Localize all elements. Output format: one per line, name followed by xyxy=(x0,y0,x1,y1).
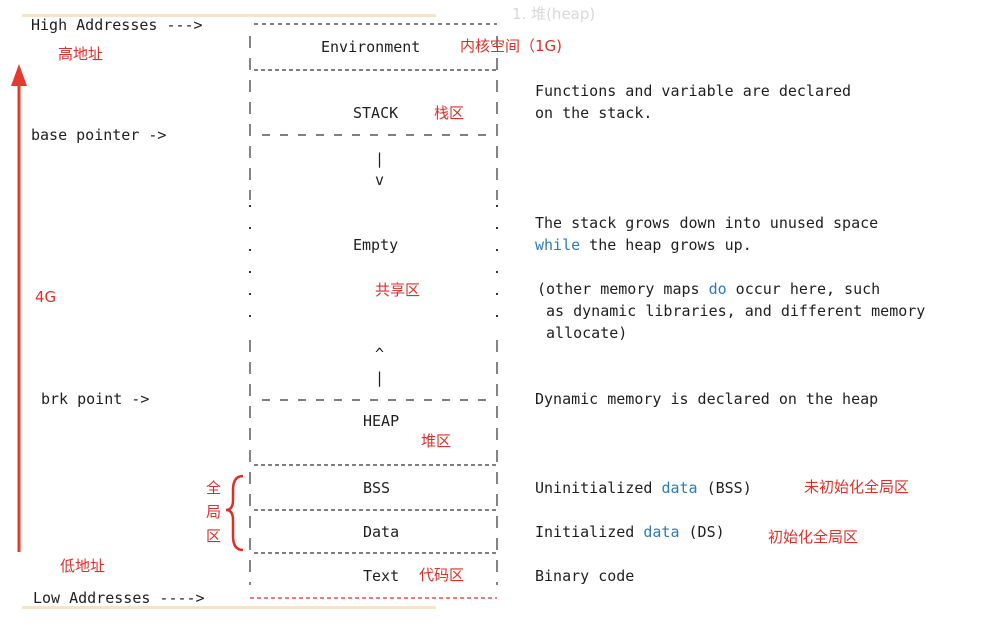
high-addresses-label: High Addresses ---> xyxy=(31,16,203,34)
bottom-highlight-bar xyxy=(22,606,436,609)
desc-maps-a: (other memory maps xyxy=(537,280,709,298)
desc-bss-a: Uninitialized xyxy=(535,479,662,497)
ds-data-keyword: data xyxy=(643,523,680,541)
global-brace xyxy=(225,474,244,552)
global-char-2: 局 xyxy=(206,503,222,521)
up-arrow-caret: ^ xyxy=(375,345,385,363)
heap-label: HEAP xyxy=(363,412,400,430)
stack-cn: 栈区 xyxy=(434,104,465,122)
desc-maps-line3: allocate) xyxy=(537,324,628,342)
high-address-cn: 高地址 xyxy=(58,45,104,63)
desc-maps-line1: (other memory maps do occur here, such xyxy=(537,280,880,298)
low-addresses-label: Low Addresses ----> xyxy=(33,589,205,607)
base-pointer-label: base pointer -> xyxy=(31,126,167,144)
desc-maps-b: occur here, such xyxy=(726,280,881,298)
desc-grows-line1: The stack grows down into unused space xyxy=(535,214,879,232)
kernel-space-cn: 内核空间（1G) xyxy=(460,37,563,55)
desc-bss-b: (BSS) xyxy=(697,479,752,497)
bss-label: BSS xyxy=(363,479,391,497)
desc-stack-line1: Functions and variable are declared xyxy=(535,82,852,100)
desc-data-a: Initialized xyxy=(535,523,644,541)
desc-heap: Dynamic memory is declared on the heap xyxy=(535,390,879,408)
stack-label: STACK xyxy=(353,104,399,122)
data-cn: 初始化全局区 xyxy=(768,528,859,546)
code-region-cn: 代码区 xyxy=(419,566,465,584)
global-char-3: 区 xyxy=(206,527,222,545)
desc-data-b: (DS) xyxy=(679,523,725,541)
down-arrow-bar: | xyxy=(375,150,385,168)
up-arrow-bar: | xyxy=(375,369,385,387)
while-keyword: while xyxy=(535,236,581,254)
top-highlight-bar xyxy=(22,14,436,17)
desc-maps-line2: as dynamic libraries, and different memo… xyxy=(537,302,926,320)
desc-grows-line2: while the heap grows up. xyxy=(535,236,752,254)
up-arrow-head xyxy=(11,64,27,86)
desc-grows-rest: the heap grows up. xyxy=(580,236,752,254)
bss-cn: 未初始化全局区 xyxy=(804,478,910,496)
desc-bss: Uninitialized data (BSS) xyxy=(535,479,752,497)
text-label: Text xyxy=(363,567,400,585)
empty-label: Empty xyxy=(353,236,399,254)
desc-text: Binary code xyxy=(535,567,635,585)
desc-data: Initialized data (DS) xyxy=(535,523,725,541)
desc-stack-line2: on the stack. xyxy=(535,104,653,122)
heap-cn: 堆区 xyxy=(421,432,452,450)
ghost-heading: 1. 堆(heap) xyxy=(512,5,596,23)
environment-label: Environment xyxy=(321,38,421,56)
low-address-cn: 低地址 xyxy=(60,557,106,575)
down-arrow-v: v xyxy=(375,171,385,189)
size-4g-label: 4G xyxy=(35,288,57,306)
do-keyword: do xyxy=(708,280,727,298)
bss-data-keyword: data xyxy=(661,479,698,497)
brk-point-label: brk point -> xyxy=(41,390,150,408)
data-label: Data xyxy=(363,523,400,541)
global-char-1: 全 xyxy=(206,479,222,497)
shared-region-cn: 共享区 xyxy=(375,281,421,299)
